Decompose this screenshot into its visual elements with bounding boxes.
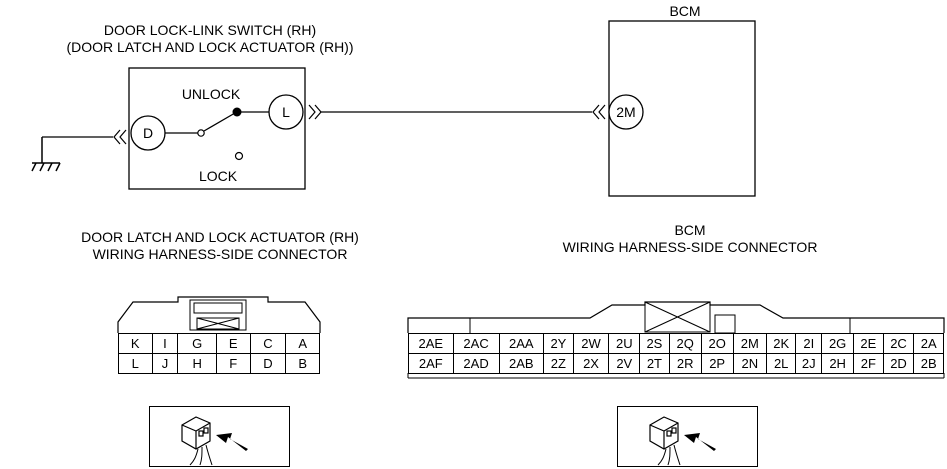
pin-cell: I (151, 333, 179, 354)
pin-cell: 2B (913, 353, 944, 374)
left-connector-title-line1: DOOR LATCH AND LOCK ACTUATOR (RH) (81, 229, 359, 245)
pin-cell: 2X (572, 353, 610, 374)
right-connector-title-line1: BCM (674, 222, 706, 238)
pin-cell: 2AE (408, 333, 454, 354)
switch-blade (203, 112, 236, 132)
pin-cell: 2N (732, 353, 767, 374)
connector-chevron-icon (308, 104, 322, 120)
pin-cell: 2Y (543, 333, 574, 354)
lock-label: LOCK (199, 168, 238, 184)
pin-cell: 2J (795, 353, 823, 374)
pin-cell: G (177, 333, 217, 354)
pin-cell: 2T (639, 353, 670, 374)
right-connector-title-line2: WIRING HARNESS-SIDE CONNECTOR (562, 239, 818, 255)
pin-cell: 2M (732, 333, 767, 354)
terminal-2m-circle (608, 94, 644, 130)
pin-cell: L (118, 353, 153, 374)
pin-cell: 2Z (543, 353, 574, 374)
pin-cell: 2O (700, 333, 734, 354)
pin-cell: 2R (668, 353, 702, 374)
connector-row: K I G E C A (118, 333, 320, 354)
terminal-l-label: L (282, 104, 290, 120)
switch-title-line2: (DOOR LATCH AND LOCK ACTUATOR (RH)) (66, 39, 354, 55)
terminal-d-label: D (143, 125, 153, 141)
pin-cell: 2W (572, 333, 610, 354)
pin-cell: A (285, 333, 320, 354)
terminal-l-circle (268, 94, 304, 130)
pin-cell: 2A (913, 333, 944, 354)
right-connector-grid: 2AE 2AC 2AA 2Y 2W 2U 2S 2Q 2O 2M 2K 2I 2… (408, 333, 944, 374)
left-connector-title-line2: WIRING HARNESS-SIDE CONNECTOR (92, 246, 348, 262)
left-connector-grid: K I G E C A L J H F D B (118, 333, 320, 374)
pin-cell: K (118, 333, 153, 354)
pin-cell: 2C (882, 333, 915, 354)
pin-cell: 2I (795, 333, 823, 354)
pin-cell: 2G (821, 333, 855, 354)
pin-cell: 2U (608, 333, 641, 354)
switch-pivot (197, 129, 205, 137)
ground-symbol (31, 137, 61, 172)
lock-contact (234, 151, 244, 161)
pin-cell: 2K (765, 333, 797, 354)
pin-cell: 2AB (498, 353, 545, 374)
pin-cell: J (151, 353, 179, 374)
unlock-contact (232, 107, 242, 117)
pin-cell: 2S (639, 333, 670, 354)
pin-cell: 2AA (498, 333, 545, 354)
connector-chevron-icon (592, 104, 606, 120)
pin-cell: D (249, 353, 287, 374)
pin-cell: C (249, 333, 287, 354)
pin-cell: 2H (821, 353, 855, 374)
left-view-direction-icon (149, 406, 290, 467)
unlock-label: UNLOCK (182, 86, 241, 102)
pin-cell: 2D (882, 353, 915, 374)
connector-row: L J H F D B (118, 353, 320, 374)
connector-chevron-icon (113, 129, 127, 145)
pin-cell: 2AF (408, 353, 454, 374)
pin-cell: 2L (765, 353, 797, 374)
pin-cell: H (177, 353, 217, 374)
terminal-2m-label: 2M (616, 104, 635, 120)
switch-box (128, 67, 306, 190)
pin-cell: 2E (853, 333, 884, 354)
pin-cell: 2AD (452, 353, 500, 374)
pin-cell: 2F (853, 353, 884, 374)
connector-row: 2AE 2AC 2AA 2Y 2W 2U 2S 2Q 2O 2M 2K 2I 2… (408, 333, 944, 354)
bcm-title: BCM (669, 3, 701, 19)
pin-cell: 2P (700, 353, 734, 374)
pin-cell: B (285, 353, 320, 374)
connector-row: 2AF 2AD 2AB 2Z 2X 2V 2T 2R 2P 2N 2L 2J 2… (408, 353, 944, 374)
pin-cell: 2Q (668, 333, 702, 354)
pin-cell: E (216, 333, 251, 354)
pin-cell: 2AC (452, 333, 500, 354)
switch-title-line1: DOOR LOCK-LINK SWITCH (RH) (103, 22, 317, 38)
pin-cell: F (216, 353, 251, 374)
pin-cell: 2V (608, 353, 641, 374)
right-view-direction-icon (617, 406, 758, 467)
